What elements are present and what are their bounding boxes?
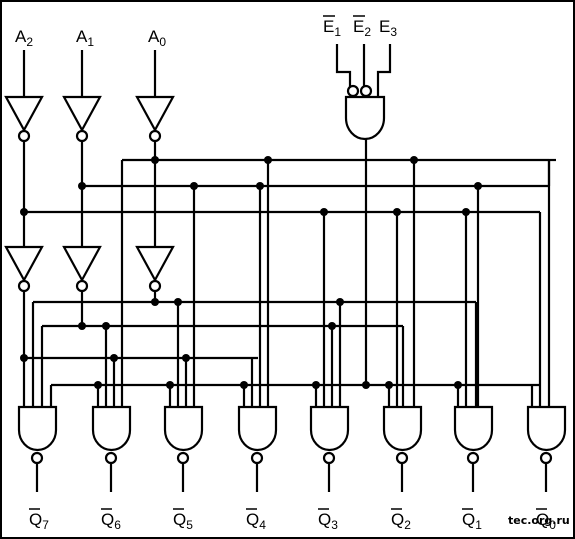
output-gates (17, 405, 567, 465)
nand-gate-q3 (309, 405, 350, 452)
output-label-q2: Q2 (391, 510, 411, 532)
junctions (20, 156, 482, 389)
nand-bubble-q5 (176, 451, 190, 465)
nand-bubble-q6 (104, 451, 118, 465)
nand-bubble-q7 (30, 451, 44, 465)
nand-gate-q5 (163, 405, 204, 452)
bubble-e1 (346, 84, 360, 98)
output-wires (35, 463, 548, 492)
inverter-a2-2 (4, 245, 44, 283)
enable-and-gate (344, 95, 386, 141)
inverter-bubble-a2-2 (17, 279, 31, 293)
inverter-a1-1 (62, 95, 102, 133)
inverter-bubble-a2-1 (17, 129, 31, 143)
output-label-q7: Q7 (29, 510, 49, 532)
nand-bubble-q4 (250, 451, 264, 465)
enable-label-e2: E2 (353, 17, 371, 39)
gate2-inputs (387, 160, 416, 407)
nand-bubble-q1 (466, 451, 480, 465)
nand-gate-q7 (17, 405, 58, 452)
output-label-q5: Q5 (173, 510, 193, 532)
inverter-bubble-a1-2 (75, 279, 89, 293)
output-label-q4: Q4 (246, 510, 266, 532)
output-label-q0: Q0 (536, 510, 556, 532)
enable-label-e1: E1 (323, 17, 341, 39)
output-label-q6: Q6 (101, 510, 121, 532)
inverter-a2-1 (4, 95, 44, 133)
inverter-a0-1 (135, 95, 175, 133)
nand-gate-q0 (526, 405, 567, 452)
nand-gate-q4 (237, 405, 278, 452)
nand-bubble-q0 (539, 451, 553, 465)
inverter-bubble-a1-1 (75, 129, 89, 143)
wire-e1 (335, 44, 352, 88)
inverter-a0-2 (135, 245, 175, 283)
wire-e3 (376, 44, 392, 97)
nand-gate-q6 (91, 405, 132, 452)
input-label-a2: A2 (15, 27, 33, 49)
gate5-inputs (168, 186, 196, 407)
nand-bubble-q2 (395, 451, 409, 465)
nand-gate-q2 (382, 405, 423, 452)
input-label-a1: A1 (76, 27, 94, 49)
watermark: tec.org.ru (508, 514, 570, 527)
enable-label-e3: E3 (379, 17, 397, 39)
gate1-inputs (456, 186, 480, 407)
nand-bubble-q3 (322, 451, 336, 465)
gate0-inputs (530, 160, 551, 407)
output-label-q3: Q3 (318, 510, 338, 532)
output-labels: Q7 Q6 Q5 Q4 Q3 Q2 Q1 Q0 (29, 508, 556, 532)
bubble-e2 (359, 84, 373, 98)
inverter-a1-2 (62, 245, 102, 283)
gate6-inputs (96, 160, 124, 407)
gate7-inputs (22, 302, 53, 407)
output-label-q1: Q1 (462, 510, 482, 532)
nand-gate-q1 (453, 405, 494, 452)
inverter-bubble-a0-2 (148, 279, 162, 293)
inverter-bubble-a0-1 (148, 129, 162, 143)
gate3-inputs (314, 212, 342, 407)
input-label-a0: A0 (148, 27, 166, 49)
gate4-inputs (242, 160, 270, 407)
